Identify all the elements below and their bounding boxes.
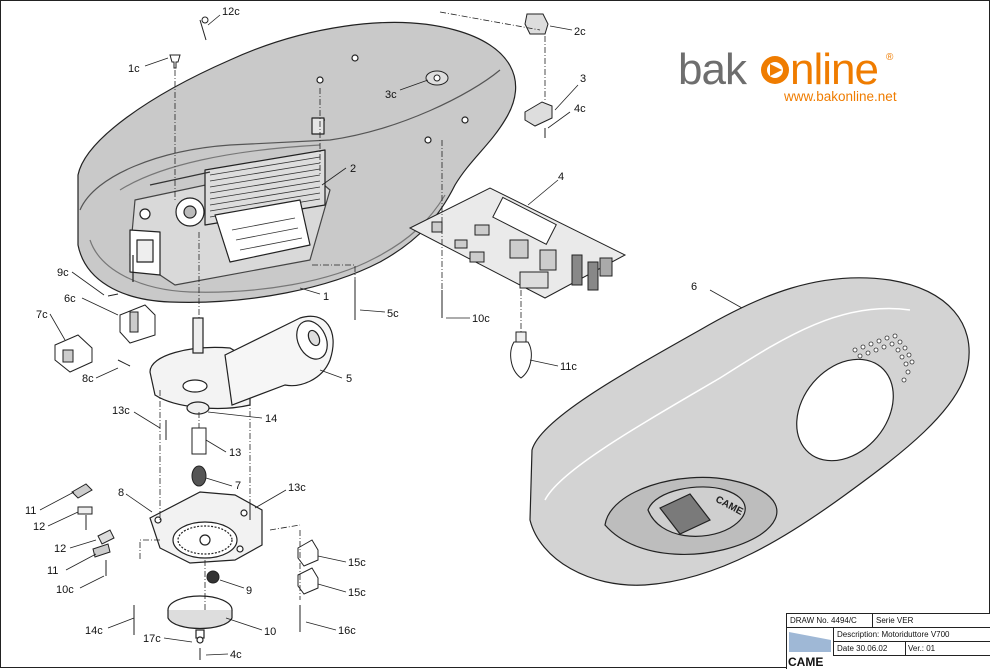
label-7: 7 — [235, 480, 241, 492]
label-4c-top: 4c — [574, 103, 586, 115]
label-7c: 7c — [36, 309, 48, 321]
label-3c: 3c — [385, 89, 397, 101]
serie: Serie VER — [876, 616, 914, 625]
housing-part-1 — [77, 21, 517, 303]
limit-switch-bracket-parts-6c-7c — [54, 304, 156, 373]
label-6: 6 — [691, 281, 697, 293]
screws — [85, 16, 546, 660]
label-11c: 11c — [560, 361, 577, 373]
coupling-parts — [191, 427, 220, 584]
label-5: 5 — [346, 373, 352, 385]
lamp-part-11c — [510, 331, 532, 379]
label-4c-bottom: 4c — [230, 649, 242, 661]
label-4: 4 — [558, 171, 564, 183]
logo-text-left: bak — [678, 45, 748, 94]
control-board-part-4 — [408, 187, 627, 299]
title-row-2: Description: Motoriduttore V700 — [833, 628, 990, 642]
label-12c: 12c — [222, 6, 240, 18]
label-9: 9 — [246, 585, 252, 597]
label-14c: 14c — [85, 625, 103, 637]
label-8c: 8c — [82, 373, 94, 385]
cover-part-6: CAME — [529, 277, 970, 586]
draw-number: DRAW No. 4494/C — [787, 614, 873, 627]
leader-lines — [39, 14, 743, 656]
logo-arrow-icon — [761, 56, 789, 84]
label-10c-top: 10c — [472, 313, 490, 325]
label-15c-top: 15c — [348, 557, 366, 569]
label-12-top: 12 — [33, 521, 45, 533]
label-11-bottom: 11 — [47, 565, 58, 577]
label-13c-bottom: 13c — [288, 482, 306, 494]
assembly-axis-lines — [139, 11, 546, 610]
label-2c: 2c — [574, 26, 586, 38]
label-16c: 16c — [338, 625, 356, 637]
gearmotor-part-5 — [149, 315, 334, 415]
label-1c: 1c — [128, 63, 140, 75]
label-6c: 6c — [64, 293, 76, 305]
label-11-top: 11 — [25, 505, 36, 517]
micro-switches-part-15c — [297, 539, 319, 595]
label-9c: 9c — [57, 267, 69, 279]
title-block: DRAW No. 4494/C Serie VER Description: M… — [786, 613, 990, 669]
date: Date 30.06.02 — [833, 642, 906, 655]
logo-url: www.bakonline.net — [783, 89, 897, 104]
version: Ver.: 01 — [908, 644, 936, 653]
bakonline-logo: bak nline ® www.bakonline.net — [678, 45, 897, 104]
label-2: 2 — [350, 163, 356, 175]
small-parts-top — [425, 13, 553, 127]
disc-part-10 — [167, 595, 233, 644]
label-10c-bottom: 10c — [56, 584, 74, 596]
label-8: 8 — [118, 487, 124, 499]
label-17c: 17c — [143, 633, 161, 645]
label-12-bottom: 12 — [54, 543, 66, 555]
label-5c: 5c — [387, 308, 399, 320]
part-labels: 12c 1c 2c 3c 3 4c 2 4 1 9c 6c 5c 10c 7c … — [25, 6, 697, 661]
label-1: 1 — [323, 291, 329, 303]
logo-text-right: nline — [790, 45, 878, 94]
title-row-1: DRAW No. 4494/C Serie VER — [787, 614, 990, 628]
maker-logo: CAME — [788, 655, 824, 669]
title-row-3: Date 30.06.02 Ver.: 01 — [833, 642, 990, 656]
title-block-graphic — [789, 632, 831, 652]
label-13c-top: 13c — [112, 405, 130, 417]
label-3: 3 — [580, 73, 586, 85]
label-15c-bottom: 15c — [348, 587, 366, 599]
label-13: 13 — [229, 447, 241, 459]
label-10: 10 — [264, 626, 276, 638]
gearbox-plate-part-8 — [149, 491, 263, 564]
description: Description: Motoriduttore V700 — [833, 628, 950, 641]
logo-registered: ® — [886, 52, 894, 63]
label-14: 14 — [265, 413, 277, 425]
cam-switches-parts-11-12 — [71, 483, 115, 558]
